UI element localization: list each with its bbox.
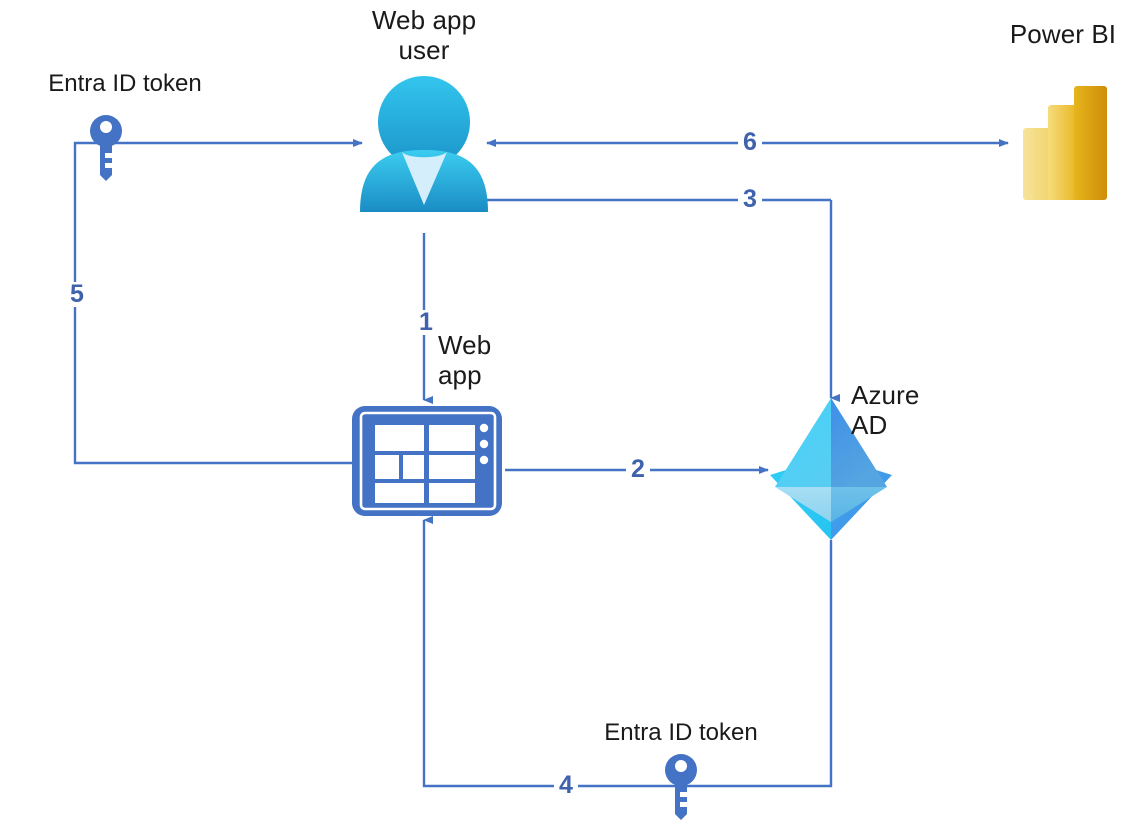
- user-person-icon: [360, 76, 488, 212]
- web-app-tablet-icon: [352, 406, 502, 516]
- step-number-6: 6: [738, 130, 762, 155]
- node-label-azure-ad: Azure AD: [851, 380, 920, 440]
- node-label-web-app: Web app: [438, 330, 492, 390]
- token-label-top-left: Entra ID token: [48, 70, 202, 97]
- key-icon-bottom: [665, 754, 697, 820]
- step-number-4: 4: [554, 773, 578, 798]
- connector-step-5: [73, 139, 363, 465]
- node-label-web-app-user: Web app user: [371, 5, 477, 65]
- connector-step-4: [422, 516, 833, 788]
- step-number-3: 3: [738, 187, 762, 212]
- step-number-5: 5: [65, 282, 89, 307]
- azure-ad-diamond-icon: [770, 398, 892, 540]
- node-label-power-bi: Power BI: [1009, 19, 1117, 49]
- step-number-1: 1: [414, 310, 438, 335]
- power-bi-bars-icon: [1023, 86, 1107, 200]
- token-label-bottom: Entra ID token: [604, 719, 758, 746]
- key-icon-top: [90, 115, 122, 181]
- step-number-2: 2: [626, 457, 650, 482]
